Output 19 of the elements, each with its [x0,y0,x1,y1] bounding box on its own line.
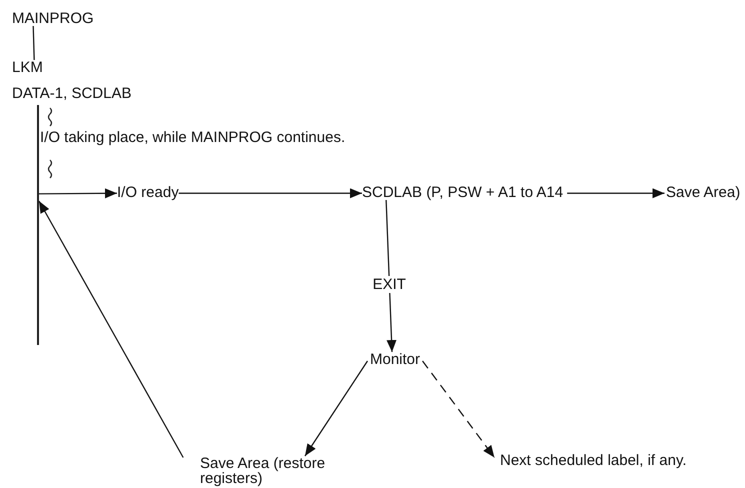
node-text: Monitor [370,352,420,367]
edge-label: EXIT [370,276,408,292]
note-text: I/O taking place, while MAINPROG continues. [40,129,346,146]
arrow [386,200,397,352]
node-text: Save Area (restore registers) [200,456,340,486]
node-text: Next scheduled label, if any. [500,453,686,468]
timeline-bar [37,105,39,345]
node-text: SCDLAB (P, PSW + A1 to A14 [362,185,564,200]
node-text: I/O ready [117,185,179,200]
arrow [178,188,362,198]
node-text: MAINPROG [12,11,94,26]
arrow [422,360,495,458]
arrow [304,360,368,456]
arrow [567,188,665,198]
node-text: DATA-1, SCDLAB [12,86,132,101]
node-text: Save Area) [666,185,740,200]
node-text: LKM [12,60,43,75]
arrow [39,188,117,198]
arrow [38,200,184,458]
